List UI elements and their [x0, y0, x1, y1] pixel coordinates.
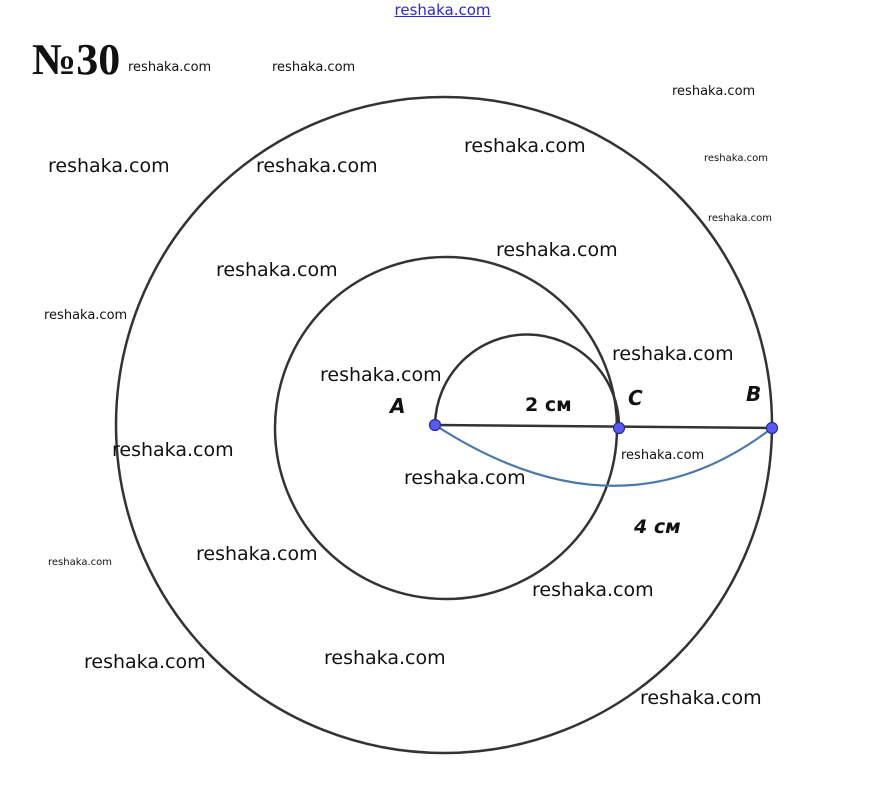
arc-ab: [434, 424, 773, 487]
watermark: reshaka.com: [621, 448, 705, 463]
watermark: reshaka.com: [272, 60, 356, 75]
watermark: reshaka.com: [48, 557, 112, 568]
point-a-label: A: [388, 394, 405, 418]
length-ac-label: 2 см: [525, 394, 572, 416]
watermark: reshaka.com: [216, 259, 338, 281]
point-c-label: C: [628, 386, 643, 410]
point-b-marker: [765, 421, 779, 435]
watermark: reshaka.com: [84, 651, 206, 673]
watermark: reshaka.com: [320, 364, 442, 386]
segment-ab: [434, 423, 773, 430]
watermark: reshaka.com: [496, 239, 618, 261]
watermark: reshaka.com: [112, 439, 234, 461]
watermark: reshaka.com: [708, 213, 772, 224]
watermark: reshaka.com: [612, 343, 734, 365]
watermark: reshaka.com: [404, 467, 526, 489]
watermark: reshaka.com: [196, 543, 318, 565]
point-a-marker: [428, 418, 442, 432]
watermark: reshaka.com: [464, 135, 586, 157]
watermark: reshaka.com: [128, 60, 212, 75]
watermark: reshaka.com: [640, 687, 762, 709]
middle-circle: [273, 255, 619, 601]
watermark: reshaka.com: [532, 579, 654, 601]
semicircle-ac: [433, 333, 621, 429]
watermark: reshaka.com: [256, 155, 378, 177]
point-b-label: B: [746, 382, 761, 406]
watermark: reshaka.com: [324, 647, 446, 669]
watermark: reshaka.com: [44, 308, 128, 323]
watermark: reshaka.com: [672, 84, 756, 99]
point-c-marker: [612, 421, 626, 435]
site-link[interactable]: reshaka.com: [394, 1, 491, 19]
length-ab-label: 4 см: [633, 516, 681, 538]
watermark: reshaka.com: [704, 153, 768, 164]
problem-number: №30: [32, 35, 121, 84]
watermark: reshaka.com: [48, 155, 170, 177]
